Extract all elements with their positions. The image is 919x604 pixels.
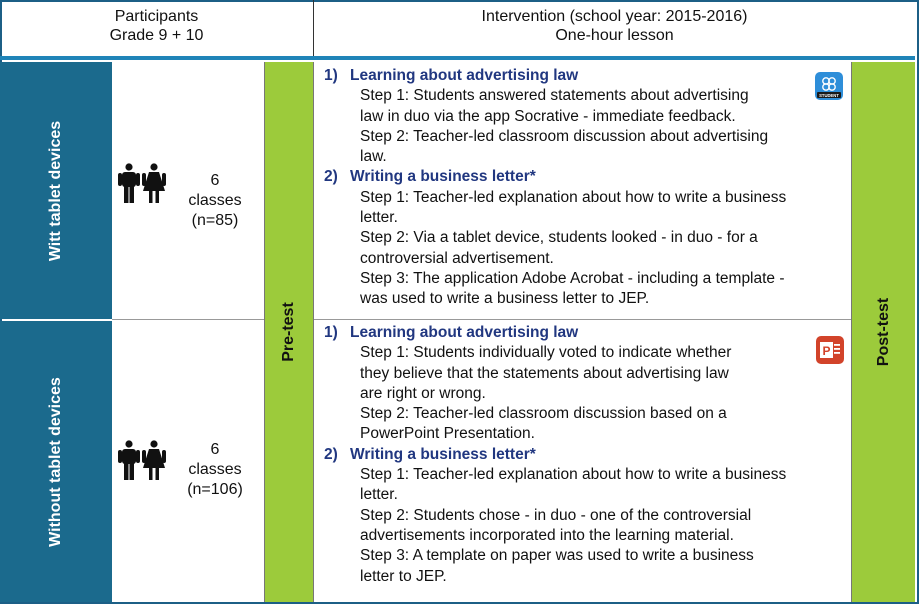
section-heading: 2) Writing a business letter* <box>324 167 849 187</box>
side-label-text: Without tablet devices <box>47 376 64 547</box>
class-count: 6 classes (n=85) <box>175 171 255 231</box>
pre-test-bar: Pre-test <box>264 62 314 602</box>
step-line: was used to write a business letter to J… <box>360 290 650 308</box>
step-line: letter. <box>360 209 398 227</box>
step-line: Step 1: Teacher-led explanation about ho… <box>360 466 787 484</box>
post-test-label: Post-test <box>874 297 892 367</box>
class-count: 6 classes (n=106) <box>175 440 255 500</box>
section-number: 2) <box>324 445 338 463</box>
class-count-line: (n=106) <box>187 481 243 498</box>
step-line: they believe that the statements about a… <box>360 364 729 382</box>
participants-header-line: Participants <box>114 8 199 25</box>
without-tablet-side-label: Without tablet devices <box>0 321 112 602</box>
step-line: letter to JEP. <box>360 567 447 585</box>
intervention-header: Intervention (school year: 2015-2016) On… <box>314 0 915 56</box>
step-line: Step 2: Teacher-led classroom discussion… <box>360 405 727 423</box>
section-title: Writing a business letter* <box>350 445 536 463</box>
section-number: 1) <box>324 324 338 341</box>
group-divider <box>314 319 851 320</box>
class-count-line: 6 <box>210 172 220 189</box>
pre-test-label: Pre-test <box>280 302 297 362</box>
step-line: Step 1: Students answered statements abo… <box>360 87 749 105</box>
participants-header: Participants Grade 9 + 10 <box>0 0 314 56</box>
step-line: advertisements incorporated into the lea… <box>360 526 734 544</box>
people-icon <box>118 440 166 480</box>
step-line: Step 1: Teacher-led explanation about ho… <box>360 188 787 206</box>
step-line: Step 2: Students chose - in duo - one of… <box>360 506 752 524</box>
step-line: law. <box>360 148 387 166</box>
section-heading: 1) Learning about advertising law <box>324 323 849 343</box>
step-line: Step 1: Students individually voted to i… <box>360 344 732 362</box>
class-count-line: classes <box>188 461 242 478</box>
step-line: are right or wrong. <box>360 384 486 402</box>
socrative-student-icon: STUDENT <box>815 72 843 100</box>
powerpoint-icon: P <box>816 336 844 364</box>
with-tablet-side-label: Witt tablet devices <box>0 62 112 319</box>
powerpoint-letter: P <box>822 344 830 358</box>
section-number: 1) <box>324 67 338 84</box>
section-number: 2) <box>324 168 338 186</box>
section-title: Learning about advertising law <box>350 324 579 341</box>
step-line: Step 3: A template on paper was used to … <box>360 547 754 565</box>
intervention-header-line: One-hour lesson <box>555 27 674 44</box>
section-heading: 1) Learning about advertising law <box>324 66 849 86</box>
section-title: Learning about advertising law <box>350 67 579 84</box>
class-count-line: (n=85) <box>191 212 239 229</box>
powerpoint-logo-icon: P <box>820 342 840 358</box>
group-divider <box>112 319 264 320</box>
step-line: Step 3: The application Adobe Acrobat - … <box>360 269 785 287</box>
socrative-student-text: STUDENT <box>819 93 839 98</box>
with-tablet-intervention: 1) Learning about advertising law Step 1… <box>324 66 849 310</box>
intervention-header-line: Intervention (school year: 2015-2016) <box>481 8 748 25</box>
class-count-line: 6 <box>210 441 220 458</box>
participants-header-line: Grade 9 + 10 <box>109 27 204 44</box>
class-count-line: classes <box>188 192 242 209</box>
socrative-logo-icon: STUDENT <box>817 77 841 98</box>
step-line: law in duo via the app Socrative - immed… <box>360 107 736 125</box>
section-heading: 2) Writing a business letter* <box>324 445 849 465</box>
header-divider <box>0 56 915 60</box>
people-icon <box>118 163 166 203</box>
post-test-bar: Post-test <box>851 62 915 602</box>
without-tablet-intervention: 1) Learning about advertising law Step 1… <box>324 323 849 587</box>
step-line: Step 2: Teacher-led classroom discussion… <box>360 127 769 145</box>
step-line: PowerPoint Presentation. <box>360 425 535 443</box>
step-line: Step 2: Via a tablet device, students lo… <box>360 229 758 247</box>
step-line: controversial advertisement. <box>360 249 554 267</box>
side-label-text: Witt tablet devices <box>47 120 64 261</box>
step-line: letter. <box>360 486 398 504</box>
section-title: Writing a business letter* <box>350 168 536 186</box>
